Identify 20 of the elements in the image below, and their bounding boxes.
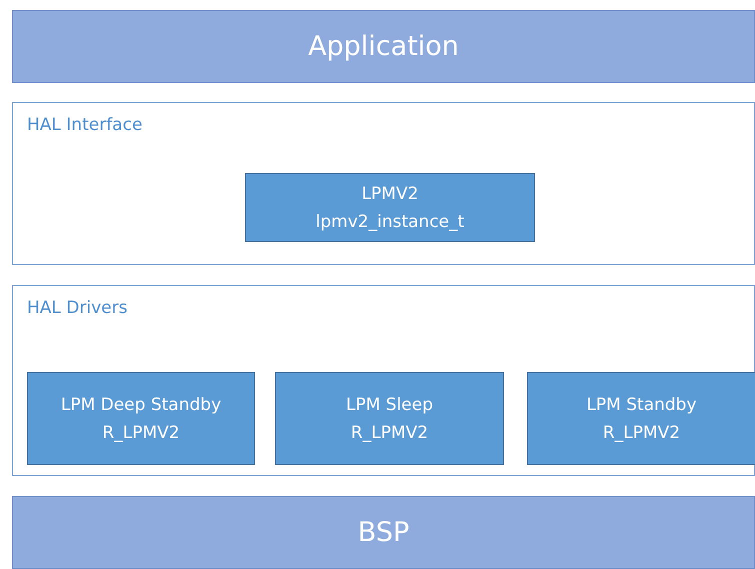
module-type: lpmv2_instance_t — [316, 210, 464, 234]
module-name: LPM Standby — [586, 394, 697, 416]
module-box — [27, 372, 255, 465]
layer-band — [12, 496, 755, 569]
module-name: LPM Deep Standby — [60, 394, 222, 416]
module-name: LPMV2 — [362, 182, 418, 206]
panel-title: HAL Drivers — [27, 298, 128, 318]
module-type: R_LPMV2 — [102, 422, 180, 444]
module-box — [275, 372, 504, 465]
module-box — [527, 372, 755, 465]
layer-band — [12, 10, 755, 83]
module-box — [245, 173, 535, 242]
layer-label: Application — [308, 31, 459, 62]
layer-panel — [12, 285, 755, 476]
layer-panel — [12, 102, 755, 265]
layer-label: BSP — [358, 517, 410, 548]
module-name: LPM Sleep — [346, 394, 434, 416]
panel-title: HAL Interface — [27, 115, 142, 135]
module-type: R_LPMV2 — [602, 422, 680, 444]
module-type: R_LPMV2 — [350, 422, 428, 444]
